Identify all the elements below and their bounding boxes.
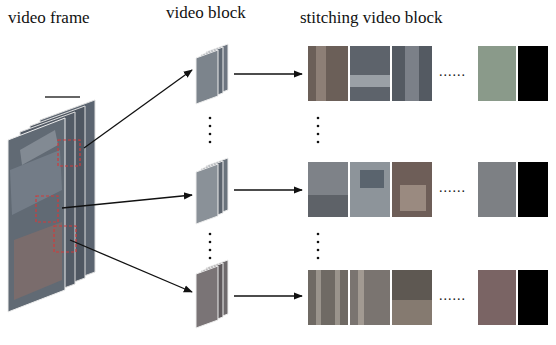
stitched-row xyxy=(308,162,548,217)
ellipsis: ...... xyxy=(439,288,466,305)
arrow xyxy=(62,70,302,296)
video-frame-stack xyxy=(8,97,95,312)
block-region xyxy=(54,226,76,252)
ellipsis: ...... xyxy=(439,64,466,81)
frame-texture xyxy=(14,222,62,300)
block-region xyxy=(58,140,80,166)
block-region xyxy=(36,196,58,222)
stitched-row xyxy=(308,46,548,101)
column-heading: video frame xyxy=(8,8,90,28)
video-block-stack xyxy=(196,158,228,224)
column-heading: stitching video block xyxy=(300,8,443,28)
stitched-row xyxy=(308,270,548,325)
frame-texture xyxy=(20,130,58,165)
video-block-stack xyxy=(196,44,228,104)
video-frame xyxy=(8,118,65,312)
video-block-stack xyxy=(196,260,228,328)
column-heading: video block xyxy=(166,3,246,23)
frame-bar xyxy=(45,96,80,98)
ellipsis: ...... xyxy=(439,180,466,197)
vertical-ellipsis xyxy=(209,117,320,260)
tile-seam xyxy=(349,46,517,325)
